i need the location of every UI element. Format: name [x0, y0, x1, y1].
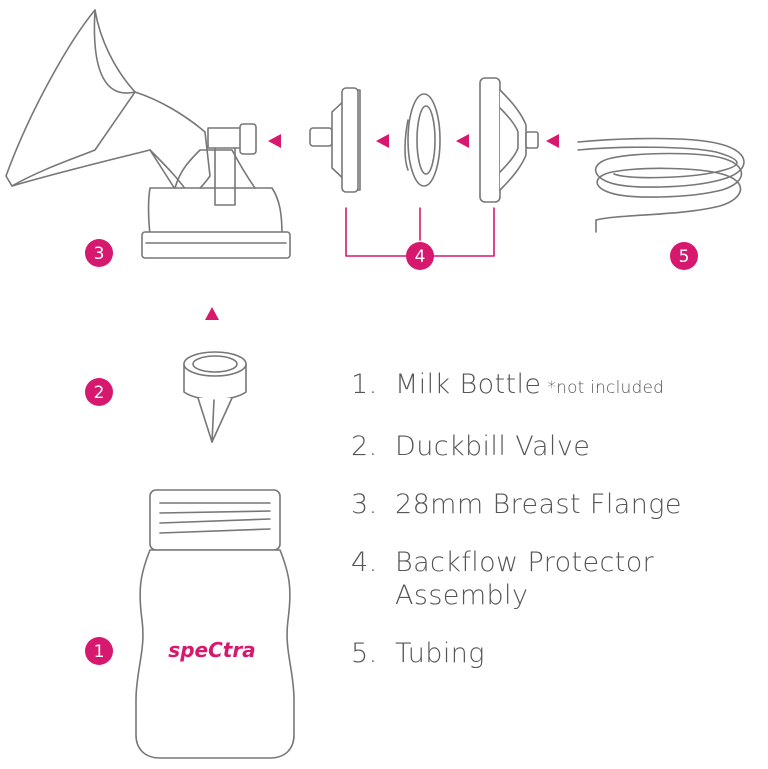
legend-note: *not included — [547, 378, 665, 398]
legend-text: Duckbill Valve — [395, 431, 591, 462]
legend-item-backflow: 4. Backflow Protector Assembly — [351, 546, 751, 612]
legend-number: 2. — [351, 431, 378, 462]
legend-text: Tubing — [395, 638, 485, 669]
legend-text: 28mm Breast Flange — [395, 489, 682, 520]
svg-text:1: 1 — [94, 642, 105, 662]
backflow-body — [479, 77, 539, 203]
badge-valve: 2 — [85, 378, 113, 406]
legend-item-bottle: 1. Milk Bottle*not included — [351, 368, 751, 405]
legend-number: 4. — [351, 547, 378, 578]
duckbill-valve — [183, 351, 247, 443]
parts-legend: 1. Milk Bottle*not included 2. Duckbill … — [351, 368, 751, 695]
arrow-4 — [546, 134, 559, 148]
legend-number: 5. — [351, 638, 378, 669]
tubing-coil — [577, 137, 745, 233]
legend-text: Milk Bottle*not included — [395, 369, 665, 400]
backflow-bracket — [345, 207, 495, 257]
badge-backflow: 4 — [406, 242, 434, 270]
legend-text: Backflow Protector Assembly — [395, 547, 655, 611]
breast-flange — [5, 9, 291, 259]
backflow-membrane — [404, 93, 441, 187]
svg-text:4: 4 — [415, 247, 426, 267]
svg-text:3: 3 — [94, 244, 105, 264]
legend-item-tubing: 5. Tubing — [351, 637, 751, 670]
legend-item-flange: 3. 28mm Breast Flange — [351, 488, 751, 521]
arrow-1 — [268, 134, 281, 148]
legend-number: 3. — [351, 489, 378, 520]
svg-text:2: 2 — [94, 383, 105, 403]
badge-bottle: 1 — [85, 637, 113, 665]
badge-flange: 3 — [85, 239, 113, 267]
legend-number: 1. — [351, 369, 378, 400]
arrow-2 — [376, 134, 389, 148]
arrow-3 — [456, 134, 469, 148]
badge-tubing: 5 — [670, 242, 698, 270]
arrows — [205, 134, 559, 320]
legend-item-valve: 2. Duckbill Valve — [351, 430, 751, 463]
arrow-up — [205, 307, 219, 320]
milk-bottle — [135, 489, 295, 759]
backflow-cap — [309, 87, 361, 193]
svg-text:5: 5 — [679, 247, 690, 267]
spectra-logo: speCtra — [168, 638, 255, 662]
